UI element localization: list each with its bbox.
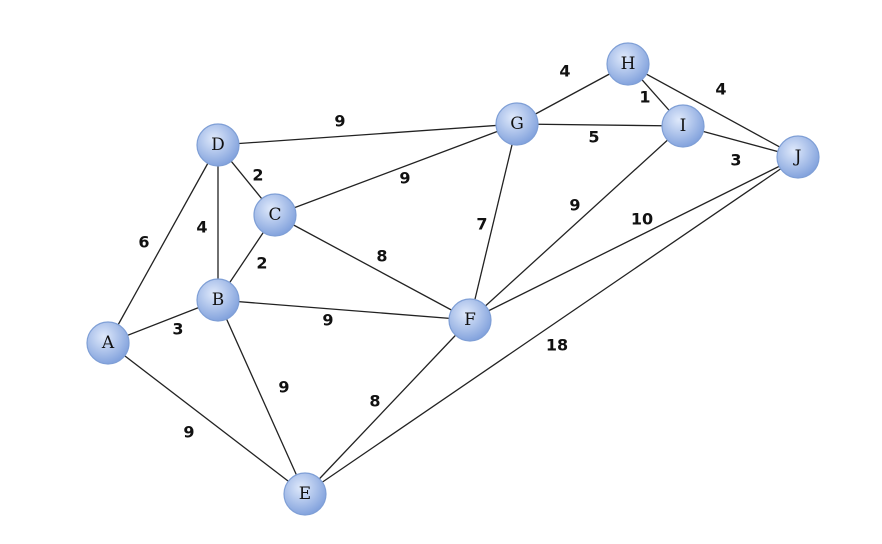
edge-weight-b-c: 2	[256, 254, 267, 273]
nodes-layer: A B C D E F G H I J	[86, 42, 820, 516]
node-circle	[606, 42, 650, 86]
edge-h-j	[627, 63, 799, 158]
edge-weight-i-j: 3	[730, 151, 741, 170]
edge-c-g	[274, 123, 518, 216]
edge-g-i	[516, 123, 684, 127]
edge-weight-e-f: 8	[369, 392, 380, 411]
node-circle	[495, 102, 539, 146]
edge-weight-c-f: 8	[376, 247, 387, 266]
edge-weight-f-i: 9	[569, 196, 580, 215]
node-label: I	[680, 116, 687, 136]
edge-weight-d-b: 4	[196, 218, 207, 237]
node-circle	[86, 321, 130, 365]
node-label: J	[793, 147, 802, 167]
node-f: F	[448, 298, 492, 342]
node-label: D	[211, 135, 225, 155]
edge-weight-e-j: 18	[546, 336, 568, 355]
node-label: F	[464, 310, 476, 330]
node-a: A	[86, 321, 130, 365]
edge-weight-b-f: 9	[322, 311, 333, 330]
node-label: C	[268, 205, 281, 225]
edge-a-d	[107, 144, 219, 344]
node-label: H	[621, 54, 636, 74]
node-h: H	[606, 42, 650, 86]
node-c: C	[253, 193, 297, 237]
node-circle	[196, 278, 240, 322]
edge-f-j	[469, 156, 799, 321]
node-label: E	[299, 484, 311, 504]
node-e: E	[283, 472, 327, 516]
edge-weight-a-b: 3	[172, 320, 183, 339]
node-label: G	[510, 114, 524, 134]
edge-c-f	[274, 214, 471, 321]
node-circle	[448, 298, 492, 342]
edge-weight-d-c: 2	[252, 166, 263, 185]
edge-weight-g-i: 5	[588, 128, 599, 147]
edge-b-e	[217, 299, 306, 495]
edge-a-e	[107, 342, 306, 495]
edge-d-g	[217, 123, 518, 146]
node-circle	[283, 472, 327, 516]
edge-e-j	[304, 156, 799, 495]
edge-weight-f-g: 7	[476, 215, 487, 234]
edge-f-g	[469, 123, 518, 321]
edge-weight-g-h: 4	[559, 62, 570, 81]
node-d: D	[196, 123, 240, 167]
edge-e-f	[304, 319, 471, 495]
node-j: J	[776, 135, 820, 179]
edge-weight-b-e: 9	[278, 378, 289, 397]
edge-weight-f-j: 10	[631, 210, 653, 229]
node-circle	[196, 123, 240, 167]
edge-weight-labels: 6 3 9 4 2 9 2 9 9 9 8 8 18 7 9 10 4 5 1 4 3	[138, 62, 741, 442]
node-b: B	[196, 278, 240, 322]
edge-b-f	[217, 299, 471, 321]
edge-weight-a-e: 9	[183, 423, 194, 442]
edge-weight-h-i: 1	[639, 88, 650, 107]
edge-weight-h-j: 4	[715, 80, 726, 99]
edge-f-i	[469, 125, 684, 321]
edge-weight-c-g: 9	[399, 169, 410, 188]
edge-weight-a-d: 6	[138, 233, 149, 252]
node-i: I	[661, 104, 705, 148]
node-g: G	[495, 102, 539, 146]
node-circle	[776, 135, 820, 179]
node-circle	[661, 104, 705, 148]
node-label: A	[101, 333, 115, 353]
node-circle	[253, 193, 297, 237]
edge-weight-d-g: 9	[334, 112, 345, 131]
edges-layer	[107, 63, 799, 495]
node-label: B	[212, 290, 225, 310]
